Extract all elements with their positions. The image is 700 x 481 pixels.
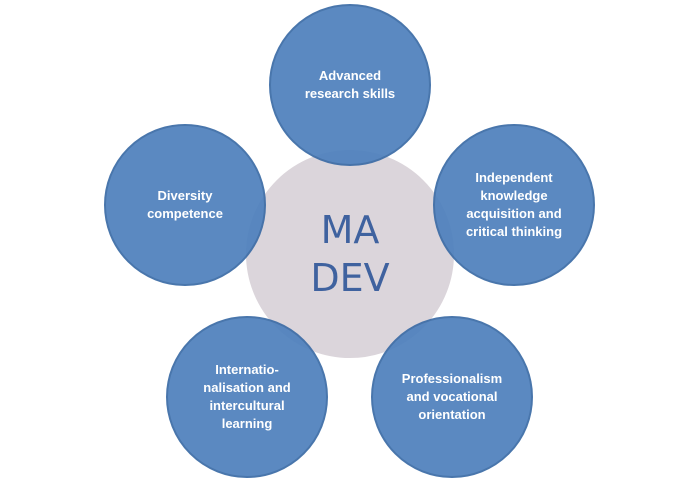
node-internationalisation: Internatio- nalisation and intercultural…: [166, 316, 328, 478]
hub-label: MA DEV: [310, 206, 389, 302]
hub-label-line2: DEV: [310, 256, 390, 300]
node-label: Professionalism and vocational orientati…: [384, 370, 520, 424]
node-label-line: Advanced: [318, 68, 382, 83]
node-label: Internatio- nalisation and intercultural…: [185, 361, 308, 433]
node-label-line: intercultural: [209, 398, 285, 413]
node-label: Diversity competence: [129, 187, 241, 223]
node-independent-knowledge: Independent knowledge acquisition and cr…: [433, 124, 595, 286]
node-label-line: and vocational: [406, 389, 498, 404]
node-label-line: competence: [147, 206, 223, 221]
node-label-line: Independent: [475, 170, 553, 185]
node-label-line: critical thinking: [465, 224, 563, 239]
node-label: Advanced research skills: [287, 67, 413, 103]
node-label: Independent knowledge acquisition and cr…: [448, 169, 580, 241]
node-advanced-research-skills: Advanced research skills: [269, 4, 431, 166]
node-label-line: knowledge: [480, 188, 548, 203]
node-label-line: acquisition and: [466, 206, 562, 221]
node-label-line: Internatio-: [215, 362, 279, 377]
node-label-line: Professionalism: [401, 371, 503, 386]
node-professionalism: Professionalism and vocational orientati…: [371, 316, 533, 478]
node-diversity-competence: Diversity competence: [104, 124, 266, 286]
node-label-line: learning: [221, 416, 273, 431]
node-label-line: nalisation and: [203, 380, 291, 395]
node-label-line: Diversity: [157, 188, 213, 203]
hub-label-line1: MA: [320, 208, 380, 252]
node-label-line: research skills: [304, 86, 396, 101]
node-label-line: orientation: [418, 407, 486, 422]
